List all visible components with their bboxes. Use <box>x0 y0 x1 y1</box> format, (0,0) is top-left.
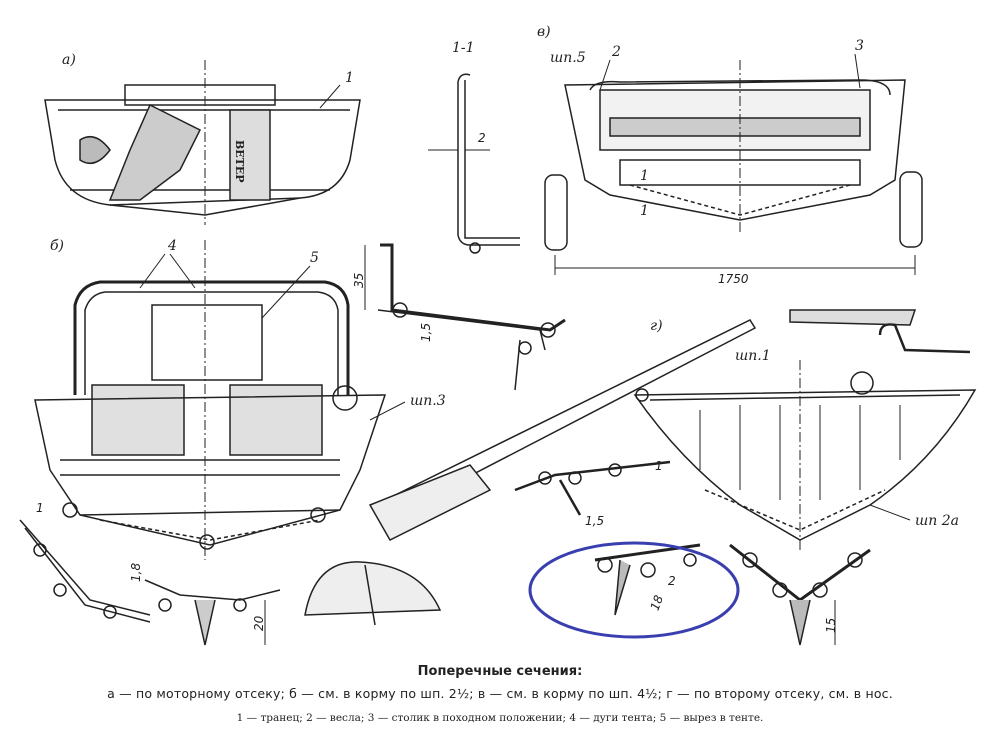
label-1b: 1 <box>640 203 649 219</box>
view-b-stern-section: б) 4 5 шп.3 <box>34 238 446 560</box>
view-a-label: а) <box>62 52 76 68</box>
view-v-label: в) <box>537 24 551 40</box>
label-4: 4 <box>167 238 177 254</box>
label-frame-3: шп.3 <box>410 393 446 409</box>
view-b-label: б) <box>50 238 64 254</box>
dim-1-5b: 1,5 <box>585 514 604 528</box>
view-a-motor-compartment: а) ВЕТЕР 1 <box>44 52 361 225</box>
caption-title: Поперечные сечения: <box>417 664 583 679</box>
dim-1-8: 1,8 <box>129 563 143 582</box>
engine-logo: ВЕТЕР <box>233 140 246 183</box>
highlight-ellipse <box>528 541 740 639</box>
view-g-label: г) <box>650 318 663 334</box>
label-frame-5: шп.5 <box>550 50 586 66</box>
dim-18: 18 <box>648 593 667 612</box>
dim-1: 1 <box>36 501 44 515</box>
label-1: 1 <box>345 70 354 86</box>
dim-15: 15 <box>824 618 838 633</box>
label-frame-2a: шп 2а <box>915 513 959 529</box>
dim-2: 2 <box>478 131 486 145</box>
dim-1750: 1750 <box>718 272 749 286</box>
caption-legend: 1 — транец; 2 — весла; 3 — столик в похо… <box>236 712 764 724</box>
view-v-stern-section: в) 1750 шп.5 2 3 1 1 <box>537 24 923 286</box>
dim-1b: 1 <box>655 459 663 473</box>
label-1a: 1 <box>640 168 649 184</box>
label-5: 5 <box>310 250 319 266</box>
label-3: 3 <box>855 38 864 54</box>
label-frame-1: шп.1 <box>735 348 771 364</box>
section-1-1: 1-1 2 <box>428 40 520 254</box>
caption-main: а — по моторному отсеку; б — см. в корму… <box>107 686 893 701</box>
dim-2b: 2 <box>668 574 676 588</box>
section-label: 1-1 <box>452 40 475 56</box>
dim-35: 35 <box>352 273 366 288</box>
oar <box>368 319 757 541</box>
dim-1-5: 1,5 <box>419 323 433 342</box>
view-b-details: 35 1,5 1 1,8 20 <box>19 243 566 646</box>
label-2: 2 <box>611 44 621 60</box>
view-g-bow-section: г) шп.1 шп 2а 1,5 1 2 18 15 <box>514 309 977 646</box>
dim-20: 20 <box>252 615 266 631</box>
